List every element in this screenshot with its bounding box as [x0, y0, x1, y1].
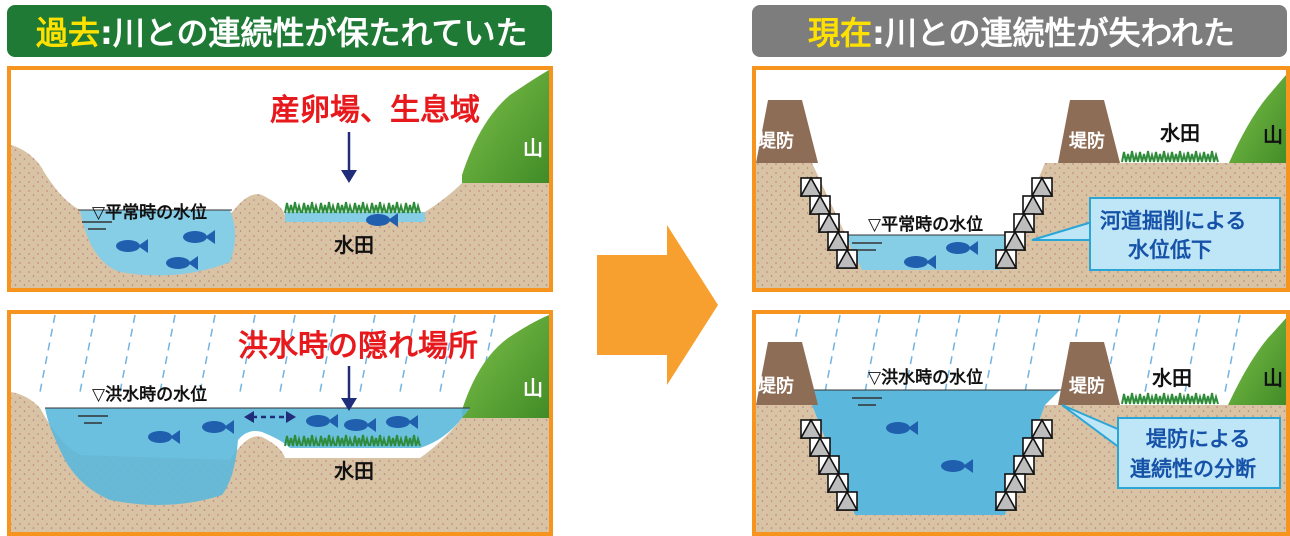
past-header-bg: [7, 5, 552, 57]
mountain: [462, 315, 549, 425]
paddy-label: 水田: [1152, 366, 1192, 390]
spawning-habitat-label: 産卵場、生息域: [270, 93, 480, 128]
present-normal-panel: 山 堤防 堤防 水田 ▽平常時の水位 河道掘削: [752, 66, 1290, 292]
past-header-title: 過去:川との連続性が保たれていた: [36, 14, 528, 52]
callout-line1: 堤防による: [1146, 427, 1250, 451]
levee-left: [756, 100, 818, 163]
callout-line2: 水位低下: [1128, 238, 1212, 262]
past-normal-panel: 山 ▽平常時の水位 水田 産卵場、生息域: [7, 66, 553, 292]
callout-line1: 河道掘削による: [1100, 209, 1246, 233]
levee-left-label: 堤防: [758, 130, 794, 152]
flood-water: [45, 408, 470, 505]
present-header-accent: 現在: [808, 14, 872, 52]
mountain: [1228, 318, 1286, 412]
normal-water-level-label: ▽平常時の水位: [868, 214, 983, 235]
mountain: [1228, 75, 1286, 175]
levee-right: [1058, 342, 1120, 405]
paddy-water: [285, 212, 425, 222]
present-flood-panel: 山 ▽洪水時の水位 堤防 堤防 水田 堤防によ: [752, 310, 1290, 536]
past-header-rest: :川との連続性が保たれていた: [100, 14, 528, 52]
callout-excavation: [1089, 197, 1281, 271]
mountain-label: 山: [1263, 366, 1283, 390]
levee-right-label: 堤防: [1069, 375, 1105, 397]
past-header: 過去:川との連続性が保たれていた: [7, 5, 552, 57]
transition-arrow-icon: [597, 225, 718, 385]
mountain-label: 山: [1263, 123, 1283, 147]
flood-water: [812, 390, 1060, 515]
mountain-label: 山: [523, 376, 543, 400]
levee-right: [1058, 100, 1120, 163]
callout-line2: 連続性の分断: [1130, 457, 1256, 481]
present-header: 現在:川との連続性が失われた: [752, 5, 1287, 57]
flood-water-level-label: ▽洪水時の水位: [868, 367, 983, 388]
levee-left: [756, 342, 818, 405]
mountain: [462, 70, 549, 190]
paddy-label: 水田: [1160, 121, 1200, 145]
normal-water-level-label: ▽平常時の水位: [92, 202, 207, 223]
levee-left-label: 堤防: [758, 375, 794, 397]
present-header-rest: :川との連続性が失われた: [872, 14, 1235, 52]
past-flood-panel: 山 ▽洪水時の水位 水田 洪水時の隠れ場所: [7, 310, 553, 536]
present-header-title: 現在:川との連続性が失われた: [808, 14, 1235, 52]
present-header-bg: [752, 5, 1287, 57]
past-header-accent: 過去: [36, 14, 100, 52]
callout-levee-disconnection: [1117, 417, 1281, 489]
paddy-label: 水田: [334, 233, 374, 257]
paddy-label: 水田: [334, 459, 374, 483]
mountain-label: 山: [523, 136, 543, 160]
flood-refuge-label: 洪水時の隠れ場所: [238, 329, 478, 364]
levee-right-label: 堤防: [1069, 130, 1105, 152]
flood-water-level-label: ▽洪水時の水位: [92, 384, 207, 405]
river-water: [845, 235, 1010, 270]
